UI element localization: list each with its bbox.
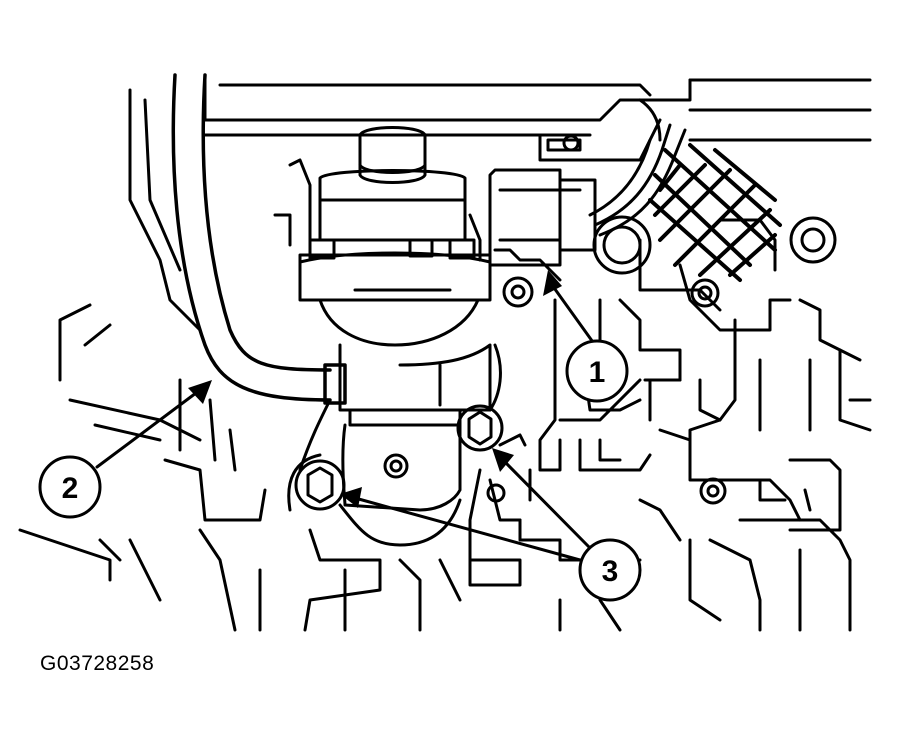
callout-2-label: 2 bbox=[62, 472, 79, 505]
egr-valve bbox=[287, 126, 502, 547]
arrowheads bbox=[188, 270, 562, 508]
engine-block-outline bbox=[18, 78, 872, 632]
electrical-connector bbox=[488, 98, 687, 267]
mounting-bosses bbox=[383, 134, 837, 505]
callout-1-label: 1 bbox=[589, 356, 606, 389]
arrowhead-2 bbox=[188, 380, 212, 404]
callout-1: 1 bbox=[565, 339, 629, 403]
figure-id: G03728258 bbox=[40, 652, 155, 675]
mounting-bolts bbox=[294, 404, 527, 511]
hatched-gasket bbox=[648, 143, 782, 282]
arrowhead-1 bbox=[543, 270, 562, 296]
arrowhead-3a bbox=[340, 487, 362, 508]
leader-lines bbox=[95, 283, 597, 562]
vacuum-tube bbox=[171, 73, 347, 405]
arrowhead-3b bbox=[492, 448, 514, 472]
callout-3: 3 bbox=[578, 538, 642, 602]
callout-3-label: 3 bbox=[602, 555, 619, 588]
callout-2: 2 bbox=[38, 455, 102, 519]
